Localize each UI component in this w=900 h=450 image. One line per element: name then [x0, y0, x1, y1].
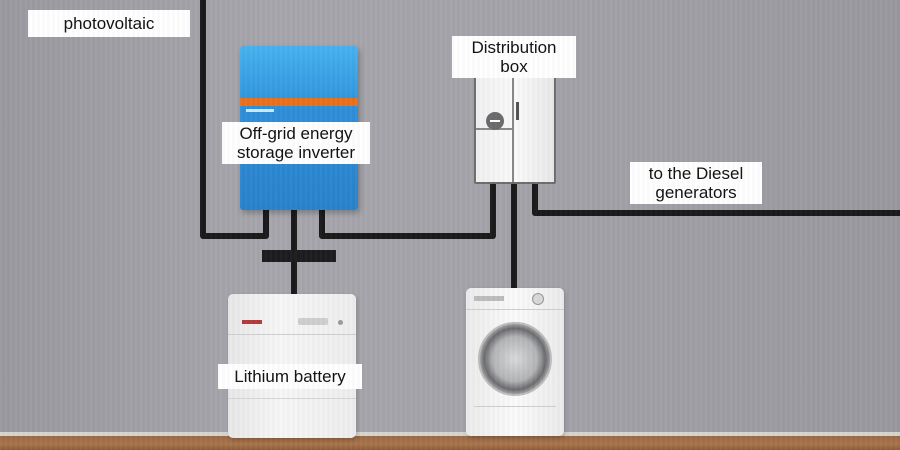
battery-seam-lower: [228, 398, 356, 399]
diesel-generators-label-line2: generators: [655, 183, 737, 202]
distribution-box-label-line1: Distribution: [471, 38, 557, 57]
inverter-label: Off-grid energy storage inverter: [222, 122, 370, 164]
inverter-cover: [240, 46, 358, 98]
inverter-label-line1: Off-grid energy: [239, 124, 353, 143]
dryer-icon: [466, 288, 564, 436]
inverter-brand-mark: [246, 109, 274, 112]
breaker-icon: [486, 112, 504, 130]
diesel-generators-label: to the Diesel generators: [630, 162, 762, 204]
photovoltaic-label-text: photovoltaic: [63, 14, 155, 33]
distribution-box-icon: [474, 74, 556, 184]
battery-power-led: [338, 320, 343, 325]
floor: [0, 436, 900, 450]
distribution-box-label: Distribution box: [452, 36, 576, 78]
battery-display: [298, 318, 328, 325]
wire-distribution-diesel: [532, 184, 900, 216]
battery-brand-mark: [242, 320, 262, 324]
wire-inverter-distribution: [319, 184, 496, 239]
diesel-generators-label-line1: to the Diesel: [648, 164, 744, 183]
dryer-display: [474, 296, 504, 301]
distribution-box-handle: [516, 102, 519, 120]
distribution-box-door-seam: [512, 76, 514, 182]
dryer-knob: [532, 293, 544, 305]
photovoltaic-label: photovoltaic: [28, 10, 190, 37]
battery-label-text: Lithium battery: [234, 367, 346, 386]
inverter-stripe: [240, 98, 358, 106]
inverter-label-line2: storage inverter: [236, 143, 356, 162]
battery-label: Lithium battery: [218, 364, 362, 389]
dryer-drawer: [474, 406, 556, 430]
inverter-terminal-block: [262, 250, 336, 262]
battery-seam: [228, 334, 356, 335]
wire-photovoltaic: [200, 0, 269, 239]
dryer-door: [478, 322, 552, 396]
distribution-box-label-line2: box: [500, 57, 528, 76]
dryer-control-panel: [466, 288, 564, 310]
floor-trim: [0, 432, 900, 436]
